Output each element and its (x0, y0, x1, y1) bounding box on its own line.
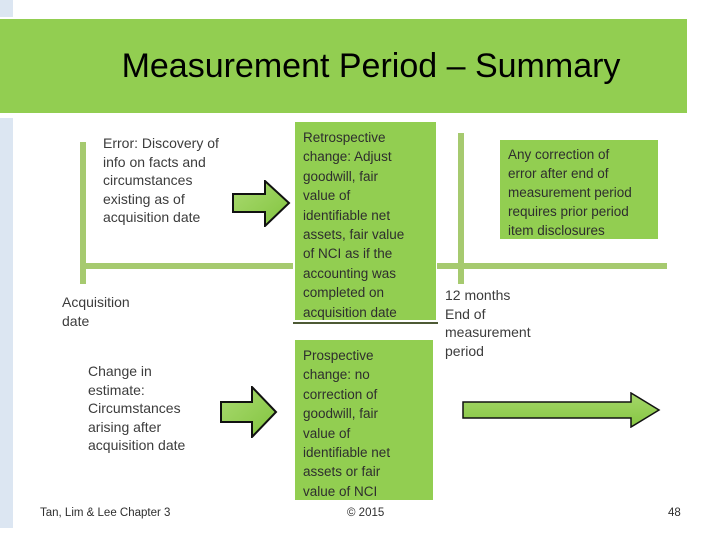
timeline-right-horizontal-line (437, 263, 667, 269)
twelve-months-label: 12 months End of measurement period (445, 287, 531, 359)
correction-note-box: Any correction of error after end of mea… (500, 140, 658, 239)
right-arrow-bottom-icon (220, 386, 278, 438)
prospective-box: Prospective change: no correction of goo… (295, 340, 433, 500)
slide-title: Measurement Period – Summary (121, 46, 621, 85)
error-note-text: Error: Discovery of info on facts and ci… (103, 135, 219, 225)
change-estimate-text: Change in estimate: Circumstances arisin… (88, 363, 186, 453)
side-strip-bottom (0, 118, 13, 528)
acquisition-date-label: Acquisition date (62, 294, 130, 329)
timeline-right-vertical-line (458, 133, 464, 284)
footer-credit: Tan, Lim & Lee Chapter 3 (40, 507, 171, 519)
footer-page-number: 48 (668, 507, 681, 519)
timeline-left-vertical-line (80, 142, 86, 284)
side-strip-top (0, 0, 13, 17)
title-bar: Measurement Period – Summary (0, 19, 687, 113)
retrospective-box: Retrospective change: Adjust goodwill, f… (295, 122, 436, 320)
footer-copyright: © 2015 (347, 507, 385, 519)
retrospective-underline (293, 322, 438, 324)
right-arrow-top-icon (232, 180, 291, 227)
timeline-left-horizontal-line (80, 263, 293, 269)
right-arrow-long-icon (462, 392, 661, 428)
